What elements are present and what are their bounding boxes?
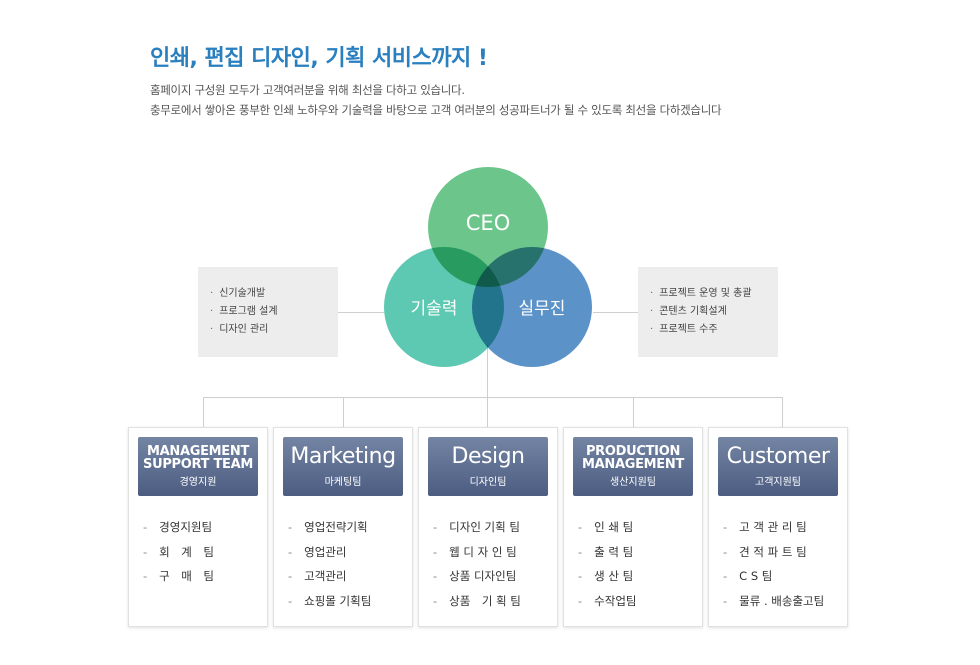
team-member-item: 상품 디자인팀: [433, 564, 521, 589]
team-member-item: 물류 . 배송출고팀: [723, 589, 824, 614]
connector-drop-4: [633, 397, 634, 427]
staff-info-item: 콘텐츠 기획설계: [650, 303, 778, 321]
team-name-en: Customer: [726, 444, 830, 469]
team-member-item: 생 산 팀: [578, 564, 636, 589]
staff-info-box: 프로젝트 운영 및 총괄 콘텐츠 기획설계 프로젝트 수주: [638, 267, 778, 357]
tech-circle: [384, 247, 504, 367]
team-member-item: 디자인 기획 팀: [433, 515, 521, 540]
team-name-en: PRODUCTION MANAGEMENT: [581, 444, 685, 472]
staff-info-item: 프로젝트 운영 및 총괄: [650, 285, 778, 303]
team-card-design: Design 디자인팀 디자인 기획 팀 웹 디 자 인 팀 상품 디자인팀 상…: [418, 427, 558, 627]
team-name-en: Marketing: [290, 444, 396, 469]
team-member-item: 상품 기 획 팀: [433, 589, 521, 614]
connector-drop-2: [343, 397, 344, 427]
team-member-item: 영업관리: [288, 540, 371, 565]
connector-drop-5: [782, 397, 783, 427]
team-member-item: 고객관리: [288, 564, 371, 589]
team-member-item: C S 팀: [723, 564, 824, 589]
team-name-en: Design: [451, 444, 525, 469]
team-name-ko: 경영지원: [179, 477, 217, 488]
intro-line-1: 홈페이지 구성원 모두가 고객여러분을 위해 최선을 다하고 있습니다.: [150, 83, 465, 97]
connector-drop-1: [203, 397, 204, 427]
team-member-item: 인 쇄 팀: [578, 515, 636, 540]
team-header: MANAGEMENT SUPPORT TEAM 경영지원: [138, 437, 258, 496]
connector-left: [338, 312, 384, 313]
team-card-management: MANAGEMENT SUPPORT TEAM 경영지원 경영지원팀 회 계 팀…: [128, 427, 268, 627]
staff-circle: [472, 247, 592, 367]
tech-info-item: 디자인 관리: [210, 321, 338, 339]
team-member-item: 고 객 관 리 팀: [723, 515, 824, 540]
team-member-item: 수작업팀: [578, 589, 636, 614]
team-member-item: 경영지원팀: [143, 515, 214, 540]
team-header: Marketing 마케팅팀: [283, 437, 403, 496]
team-name-ko: 디자인팀: [469, 477, 507, 488]
connector-branch: [203, 397, 783, 398]
team-card-customer: Customer 고객지원팀 고 객 관 리 팀 견 적 파 트 팀 C S 팀…: [708, 427, 848, 627]
page-title: 인쇄, 편집 디자인, 기획 서비스까지 !: [150, 46, 488, 71]
staff-label: 실무진: [519, 299, 566, 319]
team-card-marketing: Marketing 마케팅팀 영업전략기획 영업관리 고객관리 쇼핑몰 기획팀: [273, 427, 413, 627]
connector-trunk: [487, 345, 488, 397]
team-header: Design 디자인팀: [428, 437, 548, 496]
team-card-production: PRODUCTION MANAGEMENT 생산지원팀 인 쇄 팀 출 력 팀 …: [563, 427, 703, 627]
team-name-ko: 마케팅팀: [324, 477, 362, 488]
staff-info-item: 프로젝트 수주: [650, 321, 778, 339]
team-header: PRODUCTION MANAGEMENT 생산지원팀: [573, 437, 693, 496]
team-member-item: 쇼핑몰 기획팀: [288, 589, 371, 614]
team-member-item: 웹 디 자 인 팀: [433, 540, 521, 565]
tech-info-box: 신기술개발 프로그램 설계 디자인 관리: [198, 267, 338, 357]
connector-drop-3: [487, 397, 488, 427]
team-member-item: 구 매 팀: [143, 564, 214, 589]
team-member-item: 회 계 팀: [143, 540, 214, 565]
team-header: Customer 고객지원팀: [718, 437, 838, 496]
team-name-ko: 고객지원팀: [755, 477, 801, 488]
team-member-item: 견 적 파 트 팀: [723, 540, 824, 565]
ceo-label: CEO: [466, 211, 510, 235]
tech-info-item: 프로그램 설계: [210, 303, 338, 321]
team-name-ko: 생산지원팀: [610, 477, 656, 488]
connector-right: [593, 312, 638, 313]
tech-label: 기술력: [411, 299, 458, 319]
tech-info-item: 신기술개발: [210, 285, 338, 303]
team-member-item: 영업전략기획: [288, 515, 371, 540]
team-name-en: MANAGEMENT SUPPORT TEAM: [143, 444, 253, 472]
intro-line-2: 충무로에서 쌓아온 풍부한 인쇄 노하우와 기술력을 바탕으로 고객 여러분의 …: [150, 103, 722, 117]
team-member-item: 출 력 팀: [578, 540, 636, 565]
